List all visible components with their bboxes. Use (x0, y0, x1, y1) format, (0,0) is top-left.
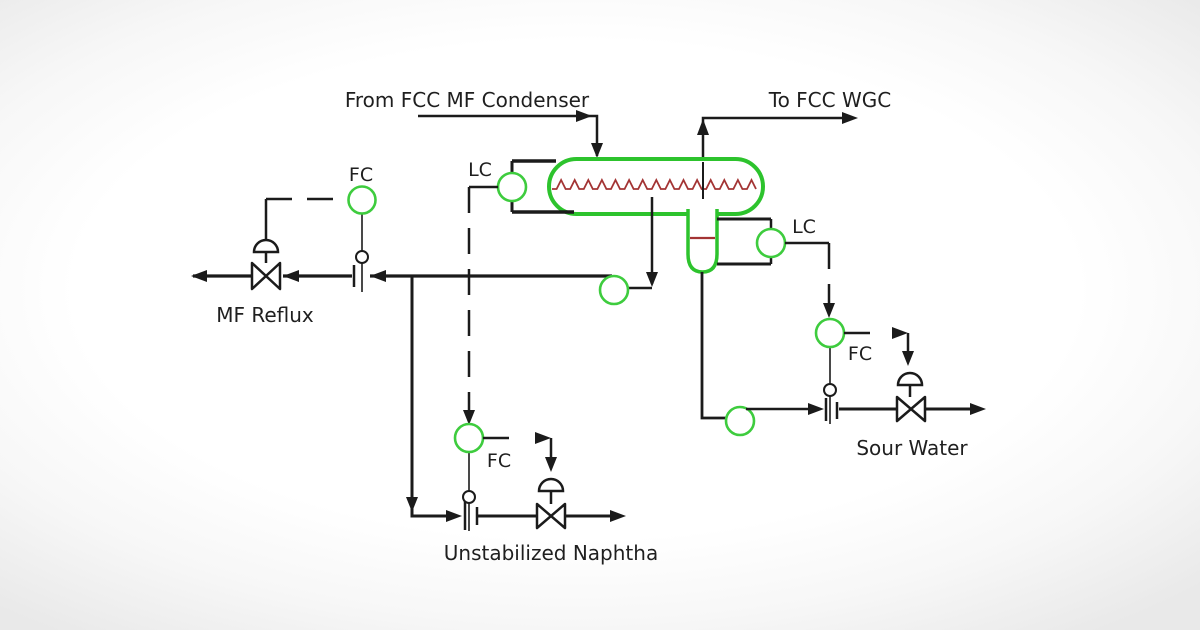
drum-lc-bubble (496, 171, 528, 203)
feed-line (418, 110, 603, 158)
naphtha-branch: FC Unstabilized Naphtha (406, 276, 658, 565)
reflux-fc-bubble (347, 185, 377, 215)
naphtha-valve-actuator (537, 477, 565, 493)
sour-flow-tap (823, 383, 837, 397)
reflux-control-valve (250, 261, 282, 291)
reflux-valve-actuator (252, 238, 280, 254)
naphtha-fc-signal-right-arrow-icon (535, 432, 551, 444)
sour-orifice-right-arrow-icon (808, 403, 824, 415)
reflux-drum (547, 157, 765, 216)
sour-valve-actuator (896, 371, 924, 387)
reflux-fc-tag: FC (349, 164, 373, 186)
naphtha-fc-signal-down-arrow-icon (545, 457, 557, 472)
mf-reflux-label: MF Reflux (216, 303, 314, 327)
boot-lc-signal-down-arrow-icon (823, 303, 835, 318)
naphtha-orifice-right-arrow-icon (446, 510, 462, 522)
feed-label: From FCC MF Condenser (345, 88, 590, 112)
mf-reflux-branch: FC MF Reflux (191, 164, 386, 327)
lc-signal-down-arrow-icon (463, 410, 475, 425)
drum-lc-tag: LC (468, 159, 492, 181)
vapor-label: To FCC WGC (768, 88, 891, 112)
sour-outlet-right-arrow-icon (970, 403, 986, 415)
sour-fc-bubble (814, 317, 846, 349)
drum-outlet-down-arrow-icon (646, 272, 658, 287)
vapor-line (697, 112, 858, 158)
sour-fc-tag: FC (848, 343, 872, 365)
sour-water-branch: FC Sour Water (700, 272, 986, 460)
boot-lc-bubble (755, 227, 787, 259)
water-boot (686, 209, 719, 274)
naphtha-label: Unstabilized Naphtha (444, 541, 658, 565)
boot-lc-tag: LC (792, 216, 816, 238)
sour-fc-signal-down-arrow-icon (902, 351, 914, 366)
naphtha-control-valve (535, 502, 567, 530)
naphtha-fc-bubble (453, 422, 485, 454)
vapor-up-arrow-icon (697, 119, 709, 135)
reflux-outlet-left-arrow-icon (191, 270, 207, 282)
drum-level-controller: LC (463, 159, 574, 425)
feed-down-arrow-icon (591, 143, 603, 158)
boot-level-controller: LC (717, 216, 835, 318)
drum-liquid-level (552, 177, 757, 190)
naphtha-fc-tag: FC (487, 450, 511, 472)
sour-water-pump (724, 405, 756, 437)
sour-fc-signal-right-arrow-icon (892, 327, 908, 339)
vapor-right-arrow-icon (842, 112, 858, 124)
drum-outlet-and-pump (370, 197, 658, 306)
reflux-orifice-left-arrow-icon (370, 270, 386, 282)
reflux-pump (598, 274, 630, 306)
sour-water-label: Sour Water (856, 436, 968, 460)
sour-control-valve (895, 395, 927, 423)
reflux-flow-tap (355, 250, 369, 264)
naphtha-outlet-right-arrow-icon (610, 510, 626, 522)
feed-right-arrow-icon (576, 110, 592, 122)
naphtha-branch-down-arrow-icon (406, 497, 418, 512)
naphtha-flow-tap (462, 490, 476, 504)
